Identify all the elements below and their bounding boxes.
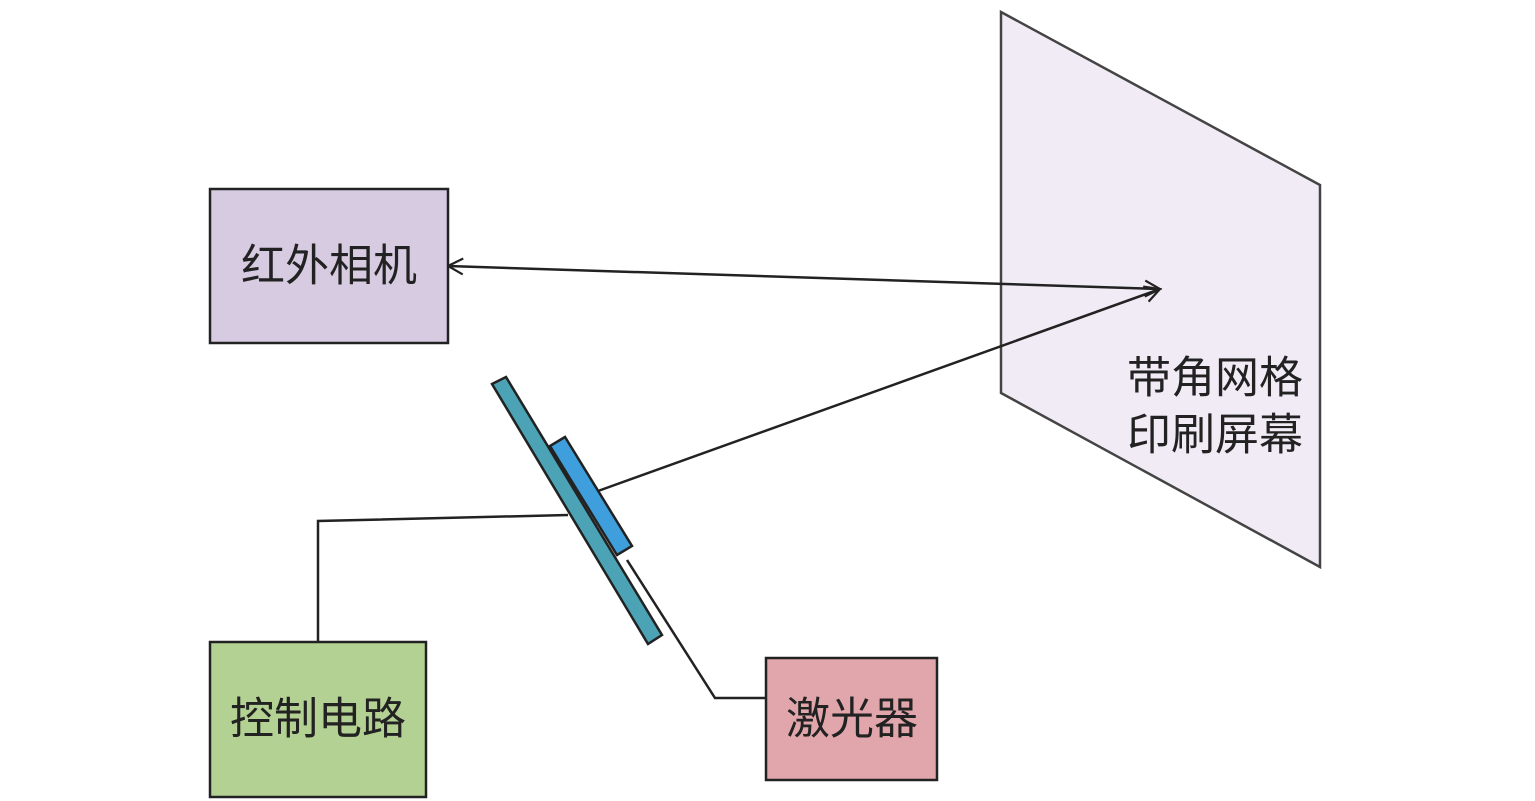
laser-box [764,656,939,782]
grid-screen [999,9,1322,570]
mirror-back-plate [490,375,664,646]
mirror-front-element [548,435,634,557]
camera-screen-arrow [445,257,1163,298]
laser-label: 激光器 [786,694,918,745]
control-circuit-box [208,640,428,799]
control-circuit-label: 控制电路 [230,694,406,745]
infrared-camera-box [208,187,450,345]
screen-label-line2: 印刷屏幕 [1127,410,1303,461]
infrared-camera-label: 红外相机 [241,241,417,292]
laser-wire [625,559,767,700]
control-wire [316,513,569,642]
screen-label-line1: 带角网格 [1127,353,1303,404]
laser-beam-to-screen [597,285,1163,493]
